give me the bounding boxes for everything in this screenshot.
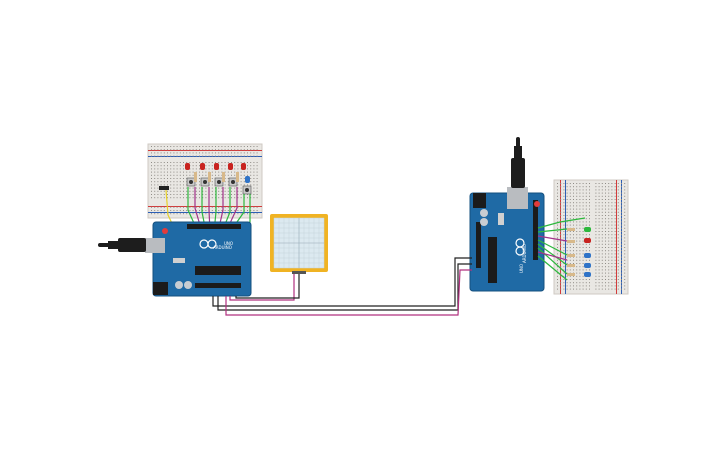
resistor[interactable] — [567, 228, 575, 231]
right-led-column — [567, 227, 591, 277]
red-led[interactable] — [241, 163, 246, 170]
blue-led[interactable] — [245, 176, 250, 183]
board-model-label: UNO — [519, 264, 524, 273]
red-led[interactable] — [185, 163, 190, 170]
push-button[interactable] — [200, 177, 210, 187]
green-led[interactable] — [584, 227, 591, 232]
red-led[interactable] — [228, 163, 233, 170]
push-button[interactable] — [242, 185, 252, 195]
resistor[interactable] — [567, 254, 575, 257]
board-brand-label: ARDUINO — [213, 245, 232, 250]
arduino-uno-right[interactable]: ARDUINO UNO — [469, 187, 545, 292]
push-button[interactable] — [228, 177, 238, 187]
usb-cable-left[interactable] — [98, 238, 146, 252]
resistor[interactable] — [236, 172, 239, 182]
resistor[interactable] — [222, 172, 225, 182]
infinity-logo — [199, 239, 217, 249]
red-led[interactable] — [214, 163, 219, 170]
blue-led[interactable] — [584, 272, 591, 277]
resistor[interactable] — [567, 273, 575, 276]
right-breadboard[interactable] — [553, 179, 629, 295]
right-breadboard-wires — [537, 217, 586, 281]
push-button[interactable] — [214, 177, 224, 187]
left-button-row — [159, 172, 252, 195]
resistor[interactable] — [208, 172, 211, 182]
board-model-label: UNO — [224, 241, 233, 246]
inter-board-wires — [212, 257, 472, 316]
red-led[interactable] — [200, 163, 205, 170]
resistor[interactable] — [567, 240, 575, 243]
board-brand-label: ARDUINO — [522, 244, 527, 263]
blue-led[interactable] — [584, 263, 591, 268]
red-led[interactable] — [584, 238, 591, 243]
usb-cable-right[interactable] — [511, 137, 525, 188]
arduino-uno-left[interactable]: ARDUINO UNO — [145, 221, 252, 297]
resistor[interactable] — [567, 264, 575, 267]
push-button[interactable] — [186, 177, 196, 187]
infinity-logo — [515, 238, 525, 256]
left-led-row — [185, 163, 250, 183]
small-component[interactable] — [159, 186, 169, 190]
blue-led[interactable] — [584, 253, 591, 258]
resistor[interactable] — [194, 172, 197, 182]
sensor-panel[interactable] — [270, 214, 328, 274]
